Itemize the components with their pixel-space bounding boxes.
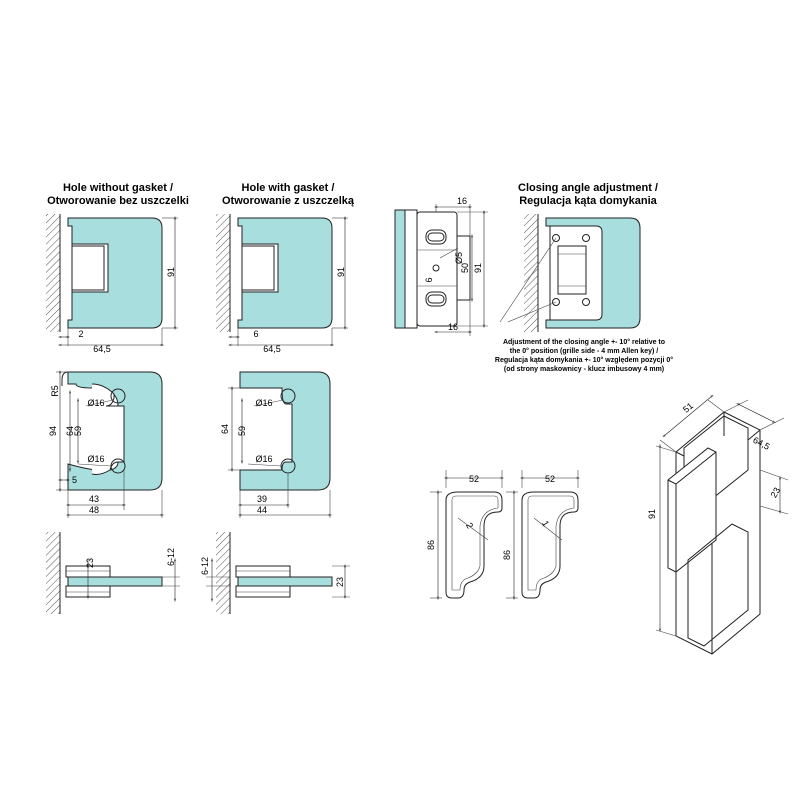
dim-dia16-a2: Ø16 bbox=[87, 454, 104, 464]
dim-43: 43 bbox=[89, 494, 99, 504]
hinge-plate bbox=[416, 211, 458, 327]
dim-64-5-b: 64,5 bbox=[263, 344, 281, 354]
title-closing-angle-pl: Regulacja kąta domykania bbox=[519, 195, 657, 207]
view-hinge-side: 16 16 50 91 Ø5 6 bbox=[394, 196, 488, 336]
dim-6-12-a: 6-12 bbox=[166, 548, 176, 566]
glass-section bbox=[67, 576, 163, 587]
hole-top bbox=[110, 388, 126, 404]
dim-44: 44 bbox=[257, 505, 267, 515]
dim-2-plate: 2 bbox=[464, 521, 475, 530]
hole-top bbox=[280, 388, 296, 404]
dim-91-a: 91 bbox=[166, 267, 176, 277]
view-hole-without-gasket-front: 91 2 64,5 bbox=[46, 214, 178, 354]
dim-51: 51 bbox=[681, 401, 695, 415]
dim-94: 94 bbox=[48, 426, 58, 436]
dim-23-b: 23 bbox=[335, 577, 345, 587]
title-hole-with-gasket-en: Hole with gasket / bbox=[242, 182, 335, 194]
dim-50: 50 bbox=[460, 263, 470, 273]
wall-hatch bbox=[216, 532, 230, 614]
dim-6: 6 bbox=[253, 329, 258, 339]
view-closing-angle: Adjustment of the closing angle +- 10° r… bbox=[495, 214, 673, 373]
dim-86-a: 86 bbox=[426, 540, 436, 550]
gasket-plate-1mm bbox=[521, 491, 579, 599]
dim-dia16-b1: Ø16 bbox=[255, 398, 272, 408]
dim-64-5-a: 64,5 bbox=[93, 344, 111, 354]
gasket-plate-2mm bbox=[445, 491, 503, 599]
dim-52-b: 52 bbox=[545, 474, 555, 484]
dim-1-plate: 1 bbox=[540, 519, 551, 528]
hinge-cutout bbox=[71, 243, 109, 293]
note-line-4: (od strony maskownicy - klucz imbusowy 4… bbox=[504, 366, 664, 373]
view-section-with-gasket: 6-12 23 bbox=[200, 532, 350, 614]
adjust-screw-top bbox=[552, 234, 560, 242]
title-closing-angle-en: Closing angle adjustment / bbox=[518, 182, 658, 194]
dim-39: 39 bbox=[257, 494, 267, 504]
wall-hatch bbox=[46, 214, 60, 332]
hinge-cutout bbox=[241, 243, 279, 293]
title-hole-without-gasket-pl: Otworowanie bez uszczelki bbox=[47, 195, 189, 207]
title-hole-without-gasket-en: Hole without gasket / bbox=[63, 182, 173, 194]
note-line-1: Adjustment of the closing angle +- 10° r… bbox=[503, 338, 665, 346]
view-section-without-gasket: 23 6-12 bbox=[46, 532, 180, 614]
dim-2: 2 bbox=[78, 329, 83, 339]
hinge-leaf bbox=[667, 447, 717, 573]
hinge-plate bbox=[549, 225, 603, 321]
dim-dia16-b2: Ø16 bbox=[255, 454, 272, 464]
dim-64-5-c: 64,5 bbox=[751, 435, 771, 452]
note-line-3: Regulacja kąta domykania +- 10° względem… bbox=[495, 356, 673, 364]
dim-6-12-b: 6-12 bbox=[200, 557, 210, 575]
view-gasket-2mm: 52 86 2 bbox=[426, 470, 502, 598]
dim-16-bottom: 16 bbox=[448, 322, 458, 332]
title-hole-with-gasket-pl: Otworowanie z uszczelką bbox=[222, 195, 355, 207]
dim-86-b: 86 bbox=[502, 550, 512, 560]
view-isometric-hinge: 51 64,5 23 91 bbox=[647, 396, 789, 655]
dim-91-c: 91 bbox=[473, 263, 483, 273]
dim-r5: R5 bbox=[50, 385, 60, 397]
wall-hatch bbox=[216, 214, 230, 332]
dim-5: 5 bbox=[72, 475, 77, 485]
dim-23-a: 23 bbox=[85, 558, 95, 568]
dim-52-a: 52 bbox=[469, 474, 479, 484]
glass-section bbox=[237, 576, 333, 587]
view-glass-template-with-gasket: 64 59 Ø16 Ø16 39 44 bbox=[220, 371, 330, 518]
dim-6-vertical: 6 bbox=[424, 277, 434, 282]
dim-91-d: 91 bbox=[647, 509, 657, 519]
dim-16-top: 16 bbox=[457, 196, 467, 206]
adjust-screw-bottom bbox=[552, 298, 560, 306]
dim-23-c: 23 bbox=[769, 486, 783, 500]
view-glass-template-without-gasket: R5 94 64 59 Ø16 Ø16 5 43 48 bbox=[48, 372, 162, 518]
dim-dia-5: Ø5 bbox=[454, 252, 464, 264]
view-gasket-1mm: 52 86 1 bbox=[502, 470, 578, 598]
glass-edge bbox=[394, 209, 406, 329]
dim-64-b: 64 bbox=[220, 424, 230, 434]
dim-59-b: 59 bbox=[237, 426, 247, 436]
dim-48: 48 bbox=[89, 505, 99, 515]
wall-hatch bbox=[524, 214, 538, 332]
dim-64-a: 64 bbox=[65, 426, 75, 436]
dim-91-b: 91 bbox=[336, 267, 346, 277]
dim-59-a: 59 bbox=[73, 426, 83, 436]
wall-hatch bbox=[46, 532, 60, 614]
dim-dia16-a1: Ø16 bbox=[87, 398, 104, 408]
note-line-2: the 0° position (grille side - 4 mm Alle… bbox=[510, 347, 658, 355]
view-hole-with-gasket-front: 91 6 64,5 bbox=[216, 214, 348, 354]
